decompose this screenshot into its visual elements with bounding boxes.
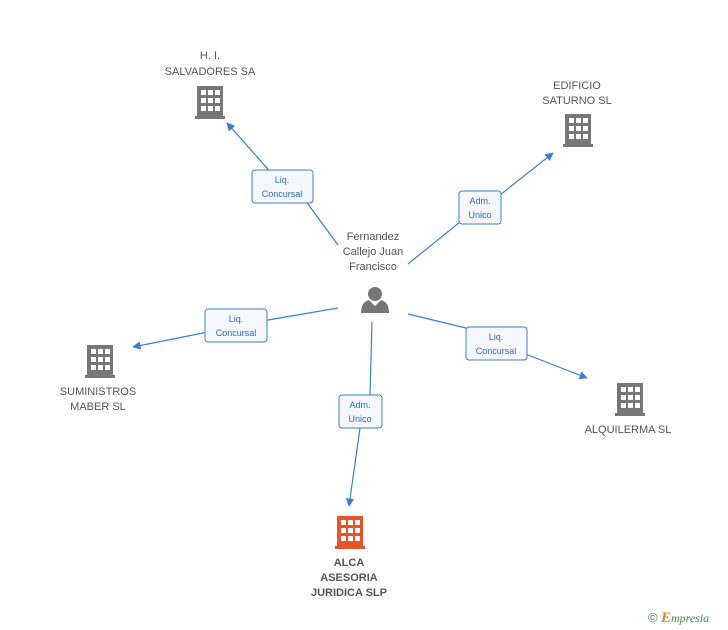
company-name-line: JURIDICA SLP	[311, 587, 387, 599]
company-name-line: EDIFICIO	[553, 80, 601, 92]
company-node-hi[interactable]: H. I. SALVADORES SA	[165, 50, 256, 119]
building-icon	[335, 516, 365, 549]
edge-label-line: Liq.	[489, 332, 504, 342]
person-icon	[361, 287, 389, 313]
building-icon	[85, 345, 115, 378]
person-name-line: Francisco	[349, 261, 397, 273]
person-node[interactable]: Fernandez Callejo Juan Francisco	[343, 231, 404, 313]
company-name-line: H. I.	[200, 50, 220, 62]
company-node-alca[interactable]: ALCA ASESORIA JURIDICA SLP	[311, 516, 387, 599]
company-node-alquilerma[interactable]: ALQUILERMA SL	[585, 383, 672, 436]
company-name-line: ALCA	[334, 557, 365, 569]
edge-label-line: Unico	[468, 210, 491, 220]
edge-label-line: Concursal	[262, 189, 303, 199]
building-icon	[195, 86, 225, 119]
company-name-line: SUMINISTROS	[60, 386, 136, 398]
edge-label-edificio[interactable]: Adm. Unico	[458, 190, 502, 225]
company-name-line: ALQUILERMA SL	[585, 424, 672, 436]
edge-label-line: Concursal	[476, 346, 517, 356]
edge-label-line: Adm.	[469, 196, 490, 206]
edge-label-line: Concursal	[216, 328, 257, 338]
edges	[132, 122, 588, 507]
edge-label-alquilerma[interactable]: Liq. Concursal	[465, 326, 528, 361]
person-name-line: Callejo Juan	[343, 246, 404, 258]
edge-label-hi[interactable]: Liq. Concursal	[251, 169, 314, 204]
company-name-line: SATURNO SL	[542, 95, 611, 107]
company-name-line: ASESORIA	[320, 572, 378, 584]
brand-logo-initial: E	[660, 610, 671, 626]
company-node-edificio[interactable]: EDIFICIO SATURNO SL	[542, 80, 612, 147]
company-node-suministros[interactable]: SUMINISTROS MABER SL	[60, 345, 136, 413]
edge-label-suministros[interactable]: Liq. Concursal	[204, 308, 268, 343]
edge-label-line: Unico	[348, 414, 371, 424]
person-name-line: Fernandez	[347, 231, 400, 243]
edge-label-line: Liq.	[275, 175, 290, 185]
brand-logo-text: mpresia	[670, 611, 710, 625]
edge-label-line: Adm.	[349, 400, 370, 410]
company-name-line: SALVADORES SA	[165, 66, 256, 78]
building-icon	[615, 383, 645, 416]
building-icon	[563, 114, 593, 147]
footer-brand: © Empresia	[648, 610, 709, 627]
edge-label-line: Liq.	[229, 314, 244, 324]
edge-label-alca[interactable]: Adm. Unico	[338, 394, 383, 429]
company-name-line: MABER SL	[70, 401, 126, 413]
copyright-symbol: ©	[648, 610, 658, 625]
